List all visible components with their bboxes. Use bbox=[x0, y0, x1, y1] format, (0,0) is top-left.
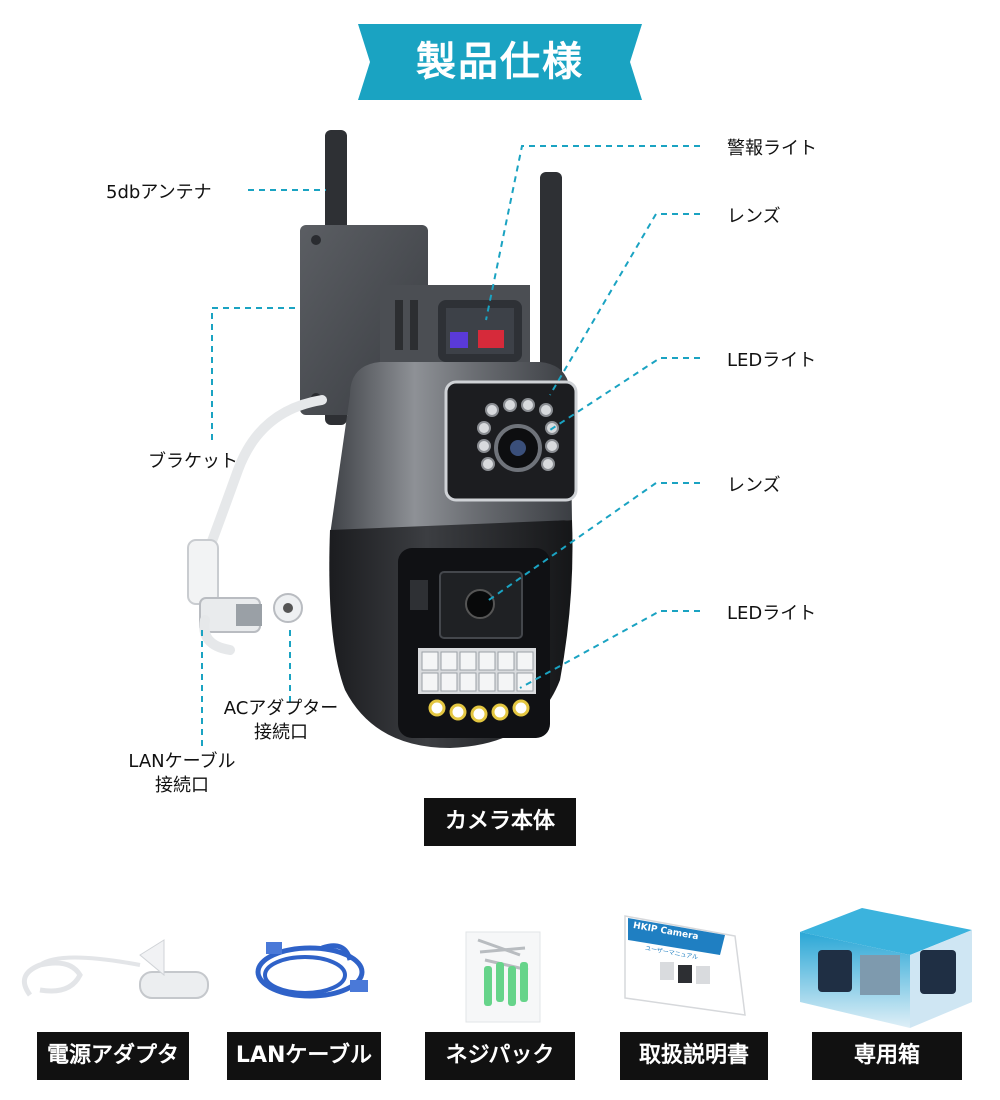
callout-bracket: ブラケット bbox=[148, 451, 238, 472]
accessory-label-power-adapter: 電源アダプタ bbox=[37, 1032, 189, 1080]
callout-ac-port: ACアダプター 接続口 bbox=[212, 697, 350, 745]
box-image bbox=[800, 908, 972, 1028]
callout-lan-port-line2: 接続口 bbox=[155, 775, 209, 796]
main-product-label: カメラ本体 bbox=[424, 798, 576, 846]
callout-antenna: 5dbアンテナ bbox=[106, 182, 212, 203]
title-banner-shape bbox=[358, 24, 642, 100]
antenna-right bbox=[540, 172, 562, 402]
page-title: 製品仕様 bbox=[416, 39, 584, 85]
screw-pack-image bbox=[465, 931, 541, 1023]
callout-lens-bottom: レンズ bbox=[727, 475, 781, 496]
accessory-label-manual: 取扱説明書 bbox=[620, 1032, 768, 1080]
manual-image bbox=[624, 915, 746, 1016]
lower-lens bbox=[465, 589, 495, 619]
lan-cable-image bbox=[255, 942, 368, 999]
callout-ac-port-line2: 接続口 bbox=[254, 722, 308, 743]
lower-led-array bbox=[418, 648, 536, 723]
accessory-label-box: 専用箱 bbox=[812, 1032, 962, 1080]
callout-ac-port-line1: ACアダプター bbox=[223, 698, 339, 719]
accessory-label-screw-pack: ネジパック bbox=[425, 1032, 575, 1080]
callout-led-top: LEDライト bbox=[727, 350, 817, 371]
power-adapter-image bbox=[21, 939, 209, 999]
power-cable bbox=[200, 395, 327, 565]
callout-led-bottom: LEDライト bbox=[727, 603, 817, 624]
title-banner: 製品仕様 bbox=[358, 24, 642, 100]
callout-lan-port-line1: LANケーブル bbox=[128, 751, 236, 772]
callout-lens-top: レンズ bbox=[727, 206, 781, 227]
callout-lan-port: LANケーブル 接続口 bbox=[112, 750, 252, 798]
leader-lines bbox=[201, 145, 700, 748]
callout-alarm-light: 警報ライト bbox=[727, 138, 817, 159]
accessory-label-lan-cable: LANケーブル bbox=[227, 1032, 381, 1080]
lan-port bbox=[236, 604, 262, 626]
